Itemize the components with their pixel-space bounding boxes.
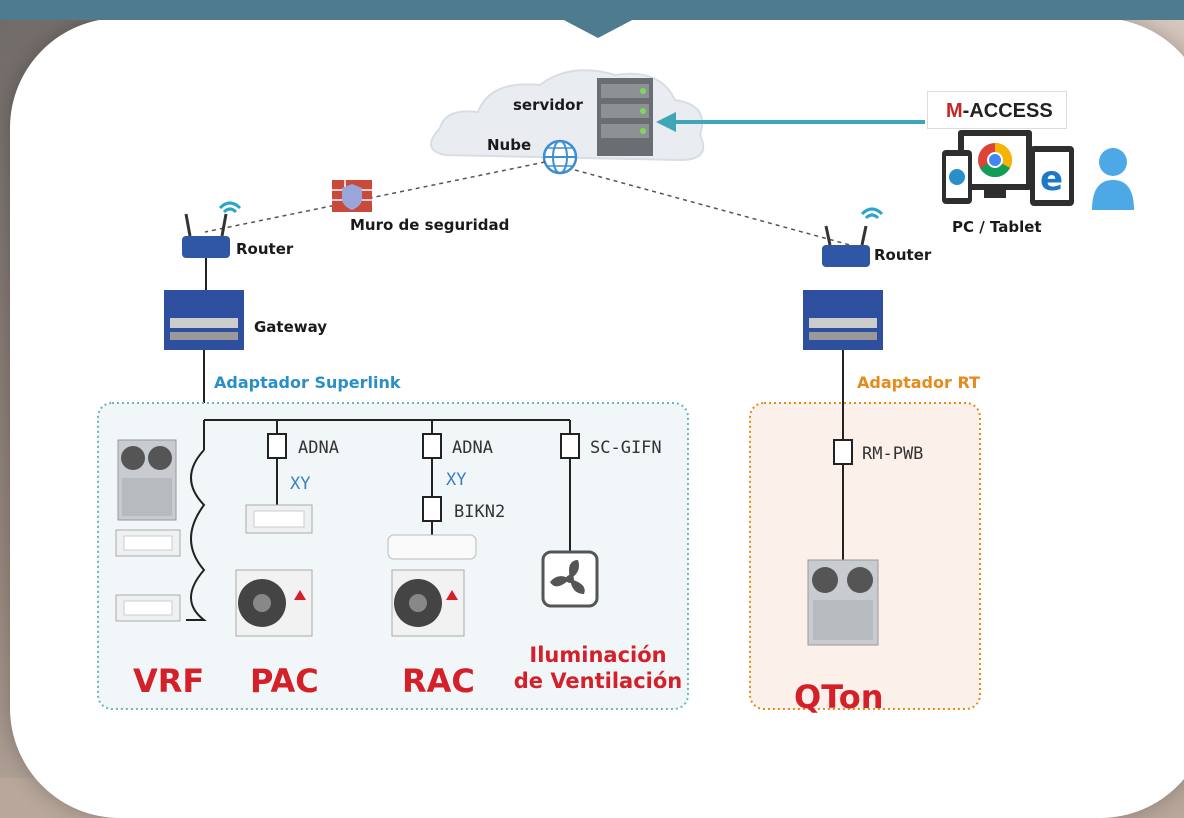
rac-indoor-unit bbox=[387, 534, 477, 560]
router-icon-right bbox=[822, 207, 884, 267]
category-pac: PAC bbox=[250, 662, 319, 700]
label-nube: Nube bbox=[487, 136, 532, 154]
dashed-link-left bbox=[204, 161, 546, 233]
firewall-icon bbox=[332, 180, 372, 212]
qton-unit bbox=[807, 559, 879, 646]
label-sc-gifn: SC-GIFN bbox=[590, 438, 662, 458]
label-bikn2: BIKN2 bbox=[454, 502, 506, 522]
label-pc-tablet: PC / Tablet bbox=[952, 218, 1042, 236]
m-access-logo-m: M bbox=[946, 100, 963, 122]
cassette-unit-1 bbox=[115, 529, 181, 557]
pc-monitor-icon bbox=[958, 130, 1032, 198]
pac-outdoor-unit bbox=[235, 569, 313, 637]
ventilation-fan-icon bbox=[541, 550, 599, 608]
label-adna-rac: ADNA bbox=[452, 438, 493, 458]
label-rm-pwb: RM-PWB bbox=[862, 444, 924, 464]
category-qton: QTon bbox=[794, 678, 884, 716]
vrf-outdoor-unit bbox=[117, 439, 177, 521]
label-xy-pac: XY bbox=[290, 474, 311, 494]
label-adaptador-superlink: Adaptador Superlink bbox=[214, 373, 401, 392]
tablet-icon: e bbox=[1030, 146, 1074, 206]
category-vrf: VRF bbox=[133, 662, 205, 700]
top-notch bbox=[560, 18, 636, 38]
server-icon bbox=[597, 78, 653, 156]
svg-text:e: e bbox=[1040, 159, 1063, 199]
dashed-link-right bbox=[574, 169, 851, 246]
category-rac: RAC bbox=[402, 662, 475, 700]
pac-cassette-unit bbox=[245, 504, 313, 534]
cassette-unit-2 bbox=[115, 594, 181, 622]
top-bar bbox=[0, 0, 1184, 20]
category-iluminacion-line1: Iluminación bbox=[529, 643, 667, 667]
phone-icon bbox=[942, 150, 972, 204]
label-servidor: servidor bbox=[513, 96, 583, 114]
network-diagram: e bbox=[97, 18, 1134, 710]
label-gateway: Gateway bbox=[254, 318, 328, 336]
label-adaptador-rt: Adaptador RT bbox=[857, 373, 980, 392]
router-icon-left bbox=[182, 201, 242, 258]
globe-icon bbox=[542, 139, 578, 175]
label-router-left: Router bbox=[236, 240, 294, 258]
m-access-logo: M-ACCESS bbox=[927, 91, 1067, 129]
label-muro-seguridad: Muro de seguridad bbox=[350, 216, 510, 234]
label-xy-rac: XY bbox=[446, 470, 467, 490]
label-adna-pac: ADNA bbox=[298, 438, 339, 458]
category-iluminacion-line2: de Ventilación bbox=[513, 669, 683, 693]
gateway-device-left bbox=[164, 290, 244, 350]
label-router-right: Router bbox=[874, 246, 932, 264]
m-access-logo-rest: -ACCESS bbox=[962, 100, 1053, 122]
category-iluminacion: Iluminación de Ventilación bbox=[505, 642, 691, 694]
user-icon bbox=[1092, 148, 1134, 210]
gateway-device-right bbox=[803, 290, 883, 350]
rac-outdoor-unit bbox=[391, 569, 465, 637]
